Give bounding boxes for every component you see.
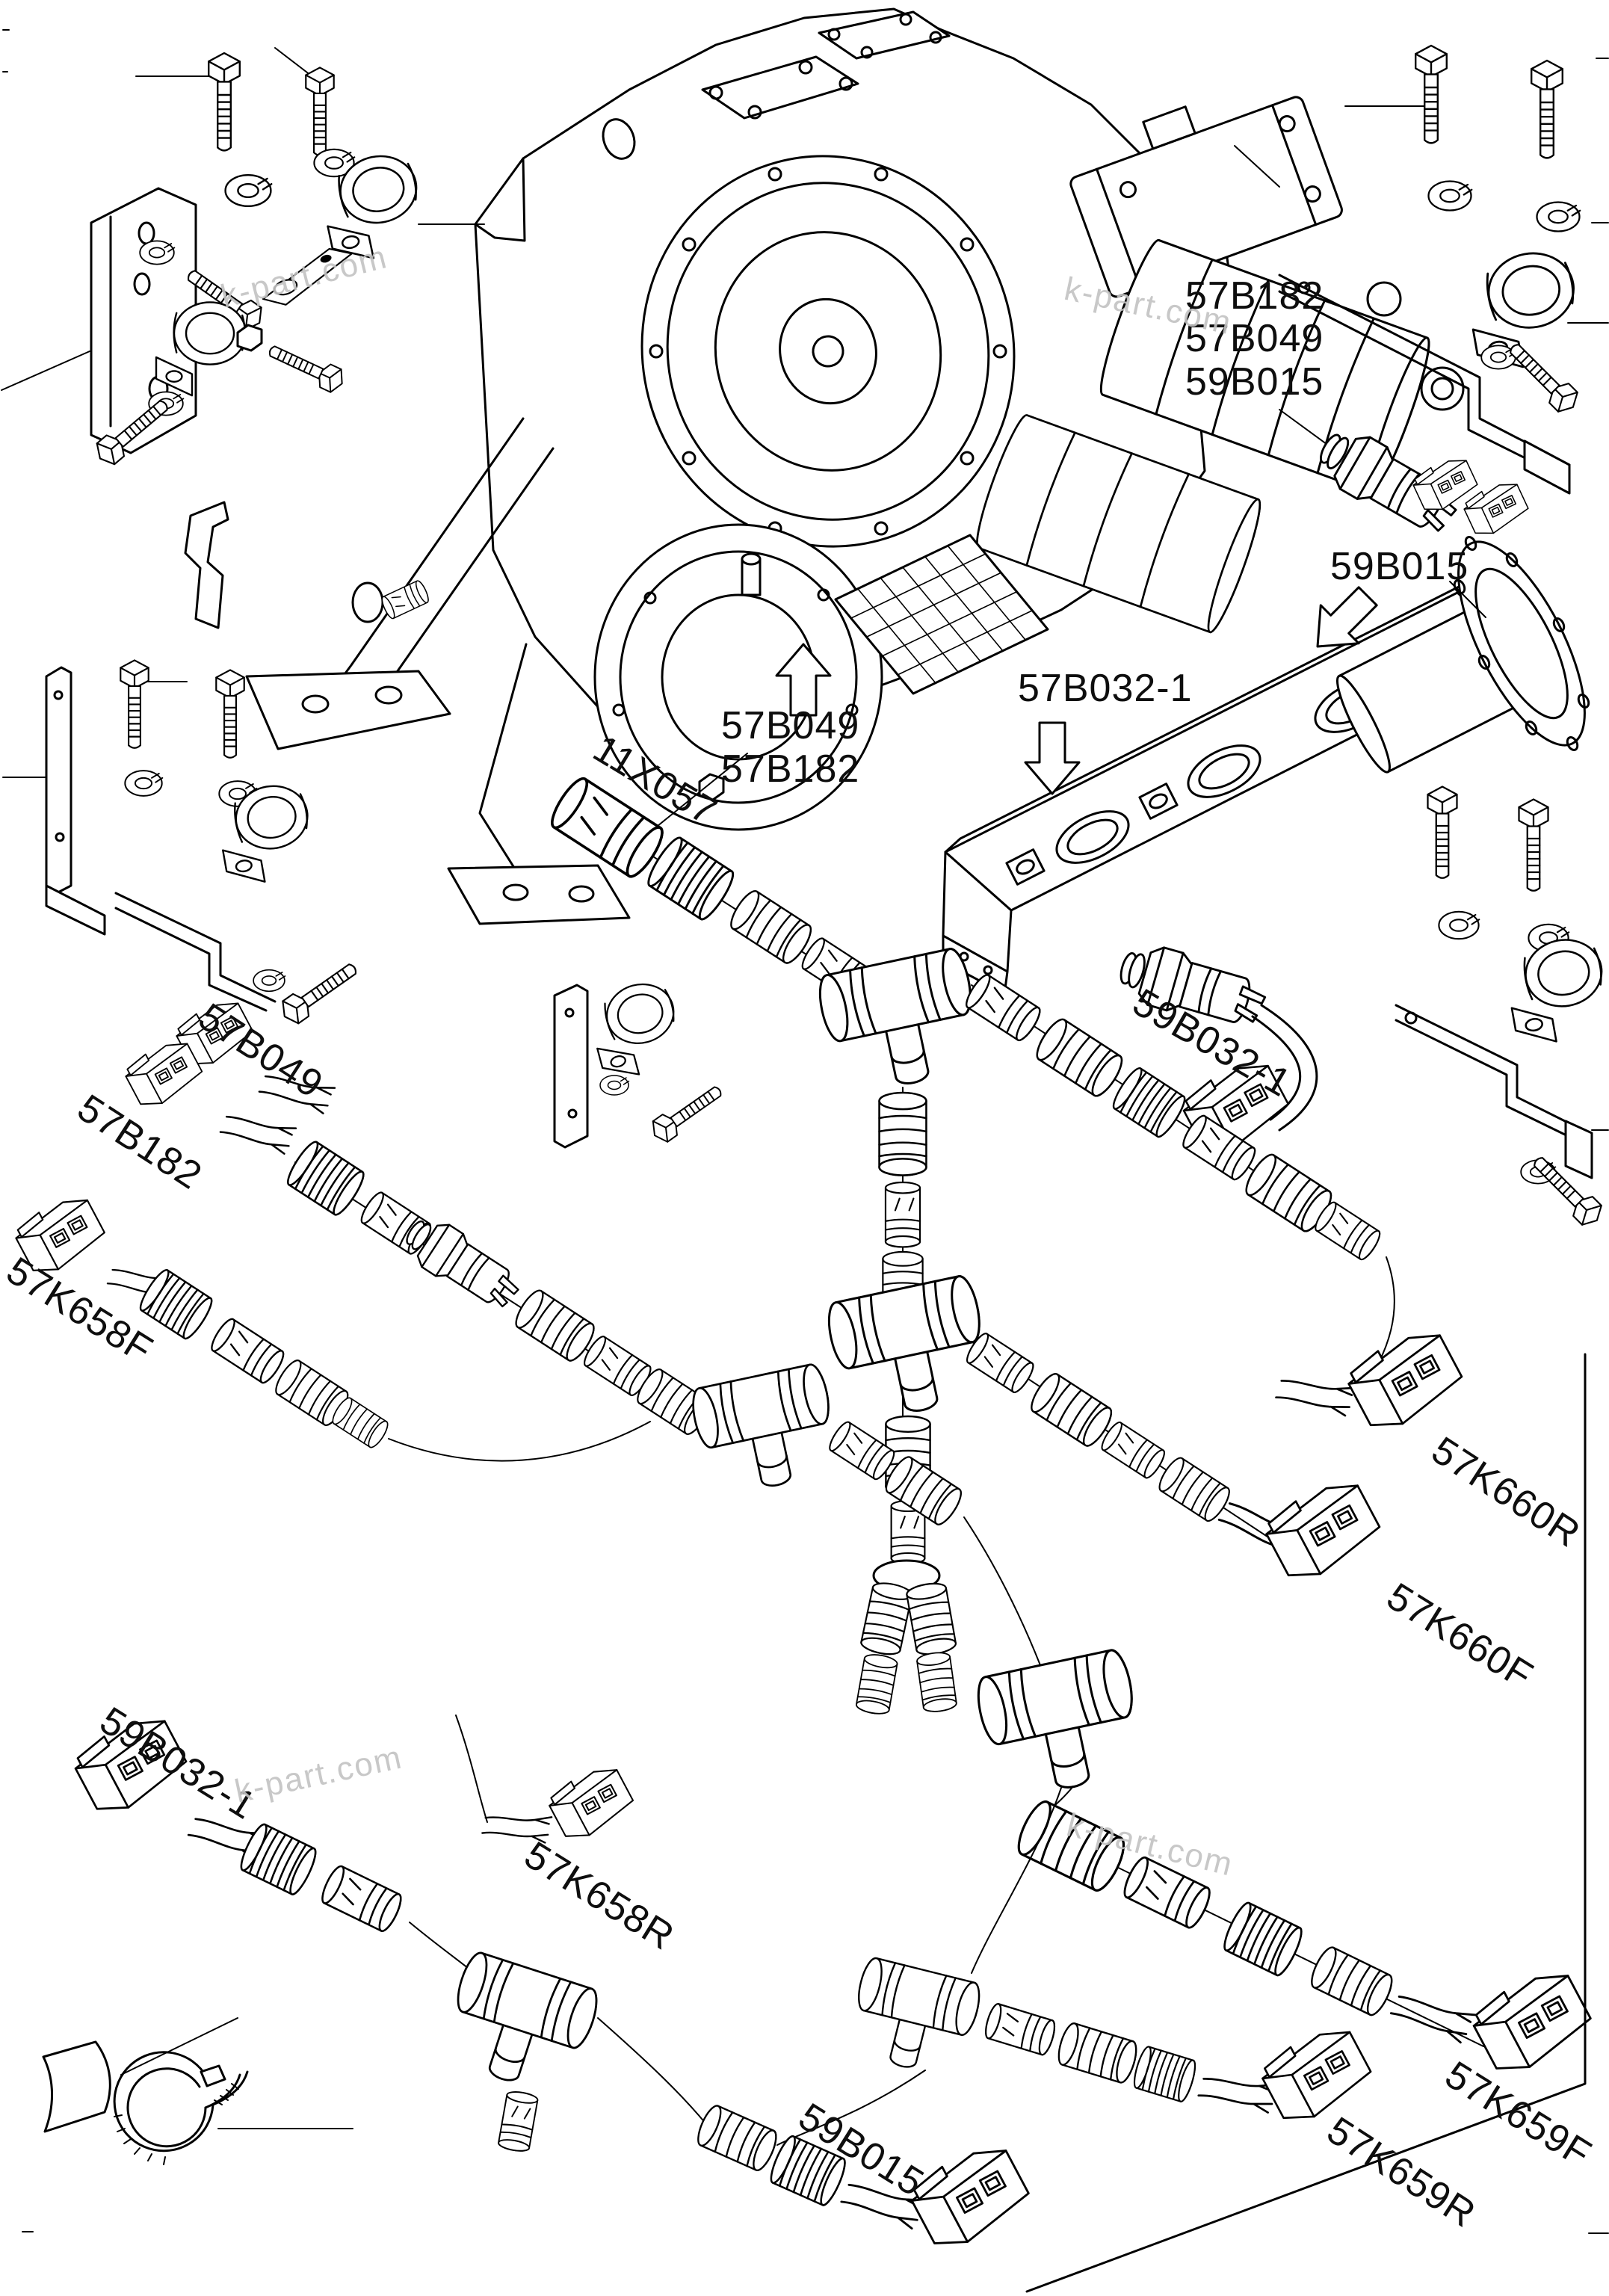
harness-chain-658r	[455, 1715, 639, 1848]
border-lines	[2, 29, 1609, 2293]
hardware-cluster-top-right	[1234, 44, 1609, 495]
harness-chain-660f	[963, 1330, 1387, 1589]
gearbox-assembly-drawing	[245, 7, 1465, 925]
part-label-57b182-topright: 57B182	[1185, 274, 1324, 318]
harness-chain-b032-bottom	[67, 1707, 604, 2154]
sensors-top-right	[1279, 409, 1533, 618]
part-label-59b015-tube: 59B015	[1330, 545, 1469, 588]
hardware-cluster-top-left	[1, 47, 485, 629]
cable-tie-drawing	[113, 2051, 353, 2165]
harness-chain-main	[545, 753, 989, 1099]
part-label-59b015-topright: 59B015	[1185, 360, 1324, 404]
part-label-57k660f: 57K660F	[1380, 1575, 1541, 1698]
crosshatch-patch	[834, 534, 1049, 695]
harness-chain-660r	[961, 971, 1469, 1439]
part-label-57k659f: 57K659F	[1438, 2053, 1599, 2176]
harness-chain-658f	[9, 1188, 651, 1462]
watermark-bottom-left: k-part.com	[232, 1738, 406, 1809]
part-label-57b049-pump: 57B049	[721, 704, 859, 747]
hardware-cluster-right-middle	[1395, 786, 1609, 1231]
part-label-57k658f: 57K658F	[0, 1249, 160, 1372]
flanged-tube-drawing	[1335, 536, 1590, 774]
bracket-center-left	[553, 975, 728, 1149]
part-label-57b049-topright: 57B049	[1185, 317, 1324, 360]
corner-plate	[42, 2017, 238, 2133]
harness-chain-vertical	[823, 1087, 998, 1717]
part-label-57k658r: 57K658R	[517, 1833, 682, 1959]
harness-chain-b015-bottom	[597, 2017, 1037, 2257]
part-label-57b032-1: 57B032-1	[1018, 667, 1193, 710]
part-label-57k660r: 57K660R	[1424, 1428, 1587, 1556]
part-label-57b182-pump: 57B182	[721, 747, 859, 791]
harness-chain-left-sensor	[120, 993, 1150, 1804]
hardware-cluster-left-middle	[2, 659, 363, 1029]
sensor-59b032-1	[1113, 936, 1318, 1161]
watermark-top-left: k-part.com	[217, 238, 392, 315]
